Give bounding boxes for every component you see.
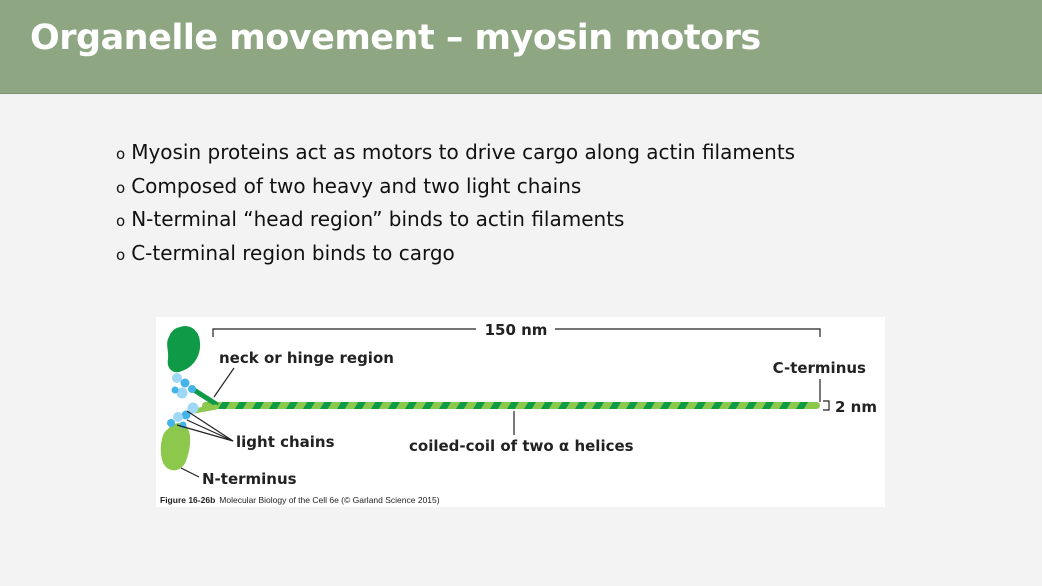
helix-segment xyxy=(252,402,264,409)
myosin-figure: 150 nm neck or hinge region C-t xyxy=(156,317,885,507)
light-chain-blob xyxy=(172,373,182,383)
bullet-marker: o xyxy=(116,145,126,163)
helix-segment xyxy=(286,402,298,409)
helix-segment xyxy=(728,402,740,409)
n-terminus-label: N-terminus xyxy=(202,470,297,488)
light-chain-blob xyxy=(180,378,190,388)
helix-segment xyxy=(371,402,383,409)
helix-segment xyxy=(762,402,774,409)
bullet-text: C-terminal region binds to cargo xyxy=(131,240,455,265)
helix-segment xyxy=(439,402,451,409)
helix-segment xyxy=(694,402,706,409)
light-chain-leader-line xyxy=(186,410,234,442)
coiled-coil-helix xyxy=(218,402,808,409)
helix-segment xyxy=(626,402,638,409)
light-chain-blob xyxy=(181,410,191,420)
myosin-diagram: 150 nm neck or hinge region C-t xyxy=(160,321,877,505)
helix-segment xyxy=(541,402,553,409)
neck-stalk-upper xyxy=(191,387,219,407)
width-bracket xyxy=(823,400,830,411)
bullet-marker: o xyxy=(116,178,126,197)
light-chains-label: light chains xyxy=(236,433,335,451)
helix-segment xyxy=(303,402,315,409)
length-bracket-left xyxy=(212,328,476,337)
figure-source: Molecular Biology of the Cell 6e (© Garl… xyxy=(219,495,439,505)
light-chain-leader-line xyxy=(186,419,234,442)
helix-segment xyxy=(337,402,349,409)
c-terminus-label: C-terminus xyxy=(773,359,866,377)
helix-segment xyxy=(524,402,536,409)
light-chain-blob xyxy=(167,419,175,427)
helix-segment xyxy=(745,402,757,409)
figure-number: Figure 16-26b xyxy=(160,495,215,505)
motor-head-lower xyxy=(160,423,191,471)
length-label: 150 nm xyxy=(485,321,548,339)
helix-segment xyxy=(779,402,791,409)
helix-segment xyxy=(592,402,604,409)
helix-segment xyxy=(320,402,332,409)
helix-segment xyxy=(507,402,519,409)
neck-leader-line xyxy=(213,367,235,398)
n-terminus-leader-line xyxy=(180,467,200,478)
bullet-list: o Myosin proteins act as motors to drive … xyxy=(116,140,795,274)
light-chain-blob xyxy=(187,402,199,414)
bullet-item: o C-terminal region binds to cargo xyxy=(116,241,795,275)
neck-label: neck or hinge region xyxy=(219,349,394,367)
helix-segment xyxy=(609,402,621,409)
light-chain-blob xyxy=(171,386,179,394)
light-chain-leader-line xyxy=(176,424,234,442)
title-bar: Organelle movement – myosin motors xyxy=(0,0,1042,94)
light-chain-blob xyxy=(188,385,196,393)
light-chain-blob xyxy=(176,387,188,399)
helix-segment xyxy=(490,402,502,409)
coiled-coil-label: coiled-coil of two α helices xyxy=(409,437,634,455)
bullet-item: o Myosin proteins act as motors to drive … xyxy=(116,140,795,174)
helix-segment xyxy=(677,402,689,409)
helix-segment xyxy=(218,402,230,409)
bullet-item: o N-terminal “head region” binds to actin… xyxy=(116,207,795,241)
helix-segment xyxy=(796,402,808,409)
bullet-marker: o xyxy=(116,212,126,230)
helix-segment xyxy=(575,402,587,409)
light-chain-blob xyxy=(173,412,183,422)
helix-segment xyxy=(643,402,655,409)
helix-segment xyxy=(711,402,723,409)
helix-segment xyxy=(269,402,281,409)
helix-segment xyxy=(456,402,468,409)
helix-segment xyxy=(354,402,366,409)
motor-head-upper xyxy=(167,325,201,373)
bullet-text: N-terminal “head region” binds to actin … xyxy=(131,207,625,231)
helix-segment xyxy=(235,402,247,409)
length-bracket-right xyxy=(555,328,821,337)
helix-segment xyxy=(660,402,672,409)
figure-caption: Figure 16-26b Molecular Biology of the Ce… xyxy=(160,495,440,505)
bullet-text: Composed of two heavy and two light chai… xyxy=(131,173,582,198)
bullet-text: Myosin proteins act as motors to drive c… xyxy=(131,140,796,164)
helix-segment xyxy=(405,402,417,409)
helix-segment xyxy=(558,402,570,409)
helix-segment xyxy=(388,402,400,409)
bullet-marker: o xyxy=(116,245,126,264)
helix-segment xyxy=(473,402,485,409)
helix-segment xyxy=(422,402,434,409)
slide-title: Organelle movement – myosin motors xyxy=(30,18,761,58)
width-label: 2 nm xyxy=(835,398,877,416)
bullet-item: o Composed of two heavy and two light cha… xyxy=(116,174,795,208)
